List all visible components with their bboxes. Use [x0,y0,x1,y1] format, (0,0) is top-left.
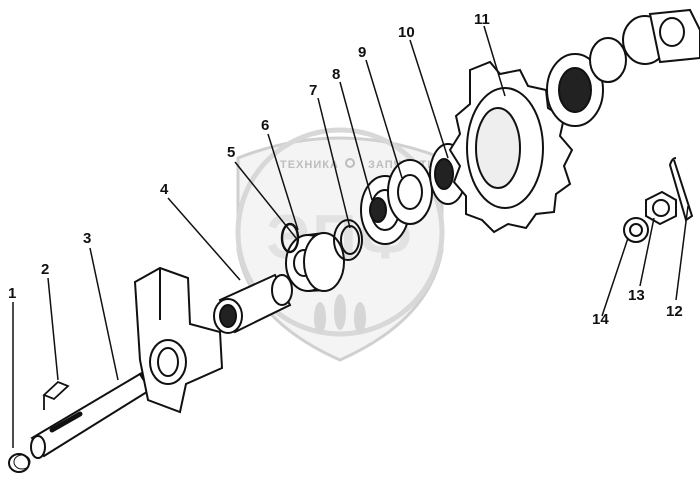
part-13-castle-nut [645,190,677,226]
label-9: 9 [358,44,366,61]
label-14: 14 [592,311,609,328]
part-9-washer [387,159,433,225]
label-6: 6 [261,117,269,134]
label-4: 4 [160,181,169,198]
part-labels: 1 2 3 4 5 6 7 8 9 10 11 12 13 14 [8,11,683,328]
label-8: 8 [332,66,340,83]
label-3: 3 [83,230,91,247]
watermark-gear-icon [345,158,355,168]
watermark-left-text: ТЕХНИКА [280,159,339,171]
label-12: 12 [666,303,683,320]
part-2-key [42,380,70,410]
label-7: 7 [309,82,317,99]
label-10: 10 [398,24,415,41]
part-6-spring-washer [280,222,300,254]
part-4-bushing [213,273,293,334]
label-11: 11 [474,11,490,28]
watermark-circle [235,127,445,337]
label-1: 1 [8,285,16,302]
label-5: 5 [227,144,235,161]
shaft-end-assembly [546,8,700,127]
leader-lines [12,25,689,448]
watermark-wheat-icon [314,294,366,334]
part-5-washer [285,232,345,292]
housing-bracket [133,266,224,414]
part-11-sprocket [448,60,574,234]
part-1-retaining-ring [8,453,31,473]
label-13: 13 [628,287,645,304]
part-3-shaft [30,366,162,459]
part-14-split-washer [623,217,649,243]
label-2: 2 [41,261,49,278]
part-12-cotter-pin [668,157,694,222]
